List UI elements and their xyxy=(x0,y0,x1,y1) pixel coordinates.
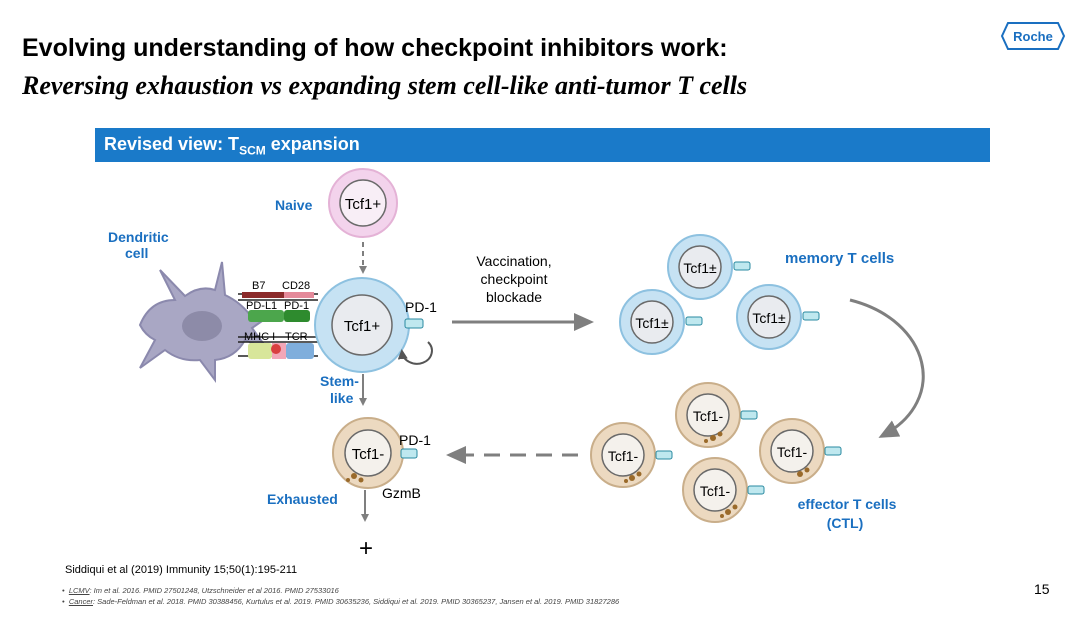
memory-label: memory T cells xyxy=(785,250,894,267)
vaccination-label-1: Vaccination, xyxy=(476,253,551,269)
ref-bullet: • xyxy=(62,597,65,606)
naive-label: Naive xyxy=(275,197,313,213)
effector-cell: Tcf1- xyxy=(675,382,758,448)
effector-cell-label: Tcf1- xyxy=(777,444,808,460)
section-banner xyxy=(95,128,990,162)
memory-cell: Tcf1± xyxy=(736,284,820,350)
effector-cell: Tcf1- xyxy=(759,418,842,484)
ref-text: : Im et al. 2016. PMID 27501248, Utzschn… xyxy=(89,586,339,595)
mhc-label: MHC I xyxy=(244,331,275,343)
reference-cancer: • Cancer: Sade-Feldman et al. 2018. PMID… xyxy=(62,597,619,606)
roche-logo: Roche xyxy=(1000,22,1066,50)
memory-cell-label: Tcf1± xyxy=(683,260,717,276)
memory-cell: Tcf1± xyxy=(619,289,703,355)
stem-cell: Tcf1+ xyxy=(314,277,424,373)
ref-label: LCMV xyxy=(68,586,90,595)
stem-label-1: Stem- xyxy=(320,373,359,389)
exhausted-label: Exhausted xyxy=(267,491,338,507)
stem-label-2: like xyxy=(330,390,354,406)
effector-cell-label: Tcf1- xyxy=(608,448,639,464)
memory-to-effector-arrow xyxy=(849,298,925,438)
exhausted-cell-label: Tcf1- xyxy=(352,446,385,463)
dendritic-label-2: cell xyxy=(125,245,148,261)
banner-prefix: Revised view: T xyxy=(104,134,240,154)
dendritic-label-1: Dendritic xyxy=(108,229,169,245)
naive-cell: Tcf1+ xyxy=(328,168,398,238)
memory-cell-label: Tcf1± xyxy=(752,310,786,326)
dendritic-cell xyxy=(138,261,276,383)
ref-bullet: • xyxy=(62,586,65,595)
effector-label-1: effector T cells xyxy=(798,496,897,512)
ref-text: : Sade-Feldman et al. 2018. PMID 3038845… xyxy=(93,597,620,606)
logo-text: Roche xyxy=(1013,29,1053,44)
page-title: Evolving understanding of how checkpoint… xyxy=(22,34,728,62)
naive-cell-label: Tcf1+ xyxy=(345,196,382,213)
reference-lcmv: • LCMV: Im et al. 2016. PMID 27501248, U… xyxy=(62,586,339,595)
memory-cell-label: Tcf1± xyxy=(635,315,669,331)
memory-cell: Tcf1± xyxy=(667,234,751,300)
effector-label-2: (CTL) xyxy=(827,515,864,531)
citation: Siddiqui et al (2019) Immunity 15;50(1):… xyxy=(65,564,298,576)
b7-label: B7 xyxy=(252,280,265,292)
banner-suffix: expansion xyxy=(265,134,360,154)
death-cross: + xyxy=(359,535,373,562)
exhausted-cell: Tcf1- xyxy=(332,417,418,489)
exhausted-pd1-label: PD-1 xyxy=(399,432,431,448)
stem-cell-label: Tcf1+ xyxy=(344,318,381,335)
page-number: 15 xyxy=(1034,581,1050,597)
effector-cell-label: Tcf1- xyxy=(700,483,731,499)
effector-cell-label: Tcf1- xyxy=(693,408,724,424)
gzmb-label: GzmB xyxy=(382,485,421,501)
receptor-pdl1-pd1 xyxy=(248,310,310,322)
self-renewal-arrow xyxy=(397,341,433,365)
effector-cell: Tcf1- xyxy=(682,457,765,523)
stem-pd1-label: PD-1 xyxy=(405,299,437,315)
page-subtitle: Reversing exhaustion vs expanding stem c… xyxy=(22,71,748,100)
cd28-label: CD28 xyxy=(282,280,310,292)
vaccination-label-2: checkpoint xyxy=(481,271,548,287)
pd1-small-label: PD-1 xyxy=(284,300,309,312)
receptor-mhc-tcr xyxy=(248,343,314,359)
effector-cell: Tcf1- xyxy=(590,422,673,488)
receptor-b7-cd28 xyxy=(242,292,314,298)
ref-label: Cancer xyxy=(68,597,93,606)
pdl1-label: PD-L1 xyxy=(246,300,277,312)
banner-title: Revised view: TSCM expansion xyxy=(104,134,360,158)
tcr-label: TCR xyxy=(285,331,308,343)
vaccination-label-3: blockade xyxy=(486,289,542,305)
banner-subscript: SCM xyxy=(239,143,266,158)
